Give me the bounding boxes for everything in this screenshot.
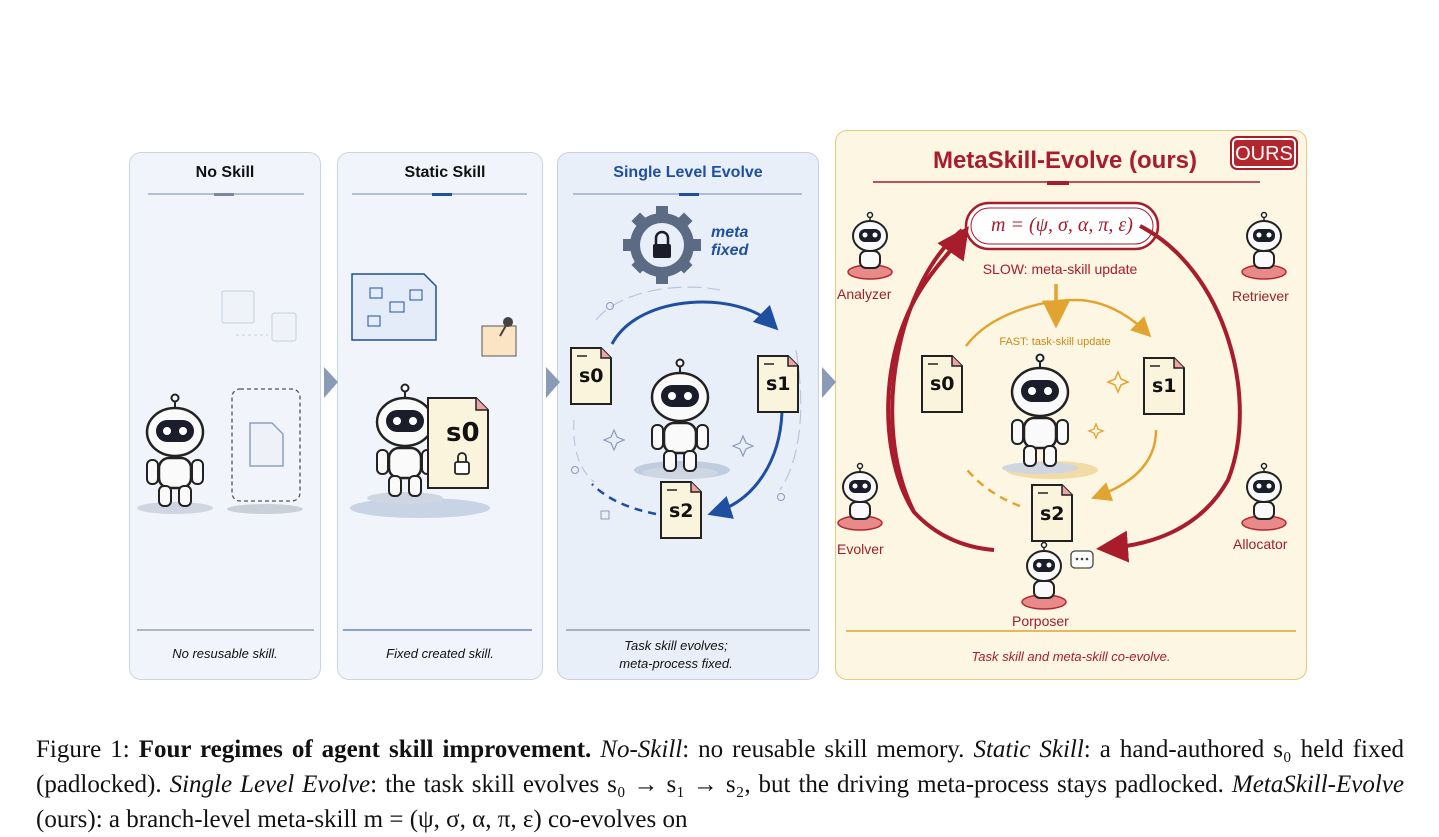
speech-bubble-icon — [1070, 550, 1094, 569]
porposer-label: Porposer — [1012, 613, 1069, 629]
s0-label-static: s0 — [446, 418, 480, 448]
evolver-label: Evolver — [837, 541, 884, 557]
caption-text-1: : no reusable skill memory. — [682, 736, 965, 763]
static-skill-title: Static Skill — [404, 164, 486, 181]
blueprint-icon — [351, 273, 437, 341]
metaskill-caption: Task skill and meta-skill co-evolve. — [971, 649, 1171, 664]
caption-text-2: : a hand-authored s₀ held fixed (padlock… — [36, 736, 1405, 798]
allocator-bot — [1241, 462, 1287, 531]
porposer-bot — [1021, 541, 1067, 610]
metaskill-title: MetaSkill-Evolve (ours) — [932, 147, 1198, 174]
figure-caption-bold: Four regimes of agent skill improvement. — [138, 736, 592, 763]
caption-static-term: Static Skill — [973, 736, 1084, 763]
ours-badge: OURS — [1230, 136, 1298, 170]
no-skill-title: No Skill — [195, 164, 255, 181]
static-skill-caption: Fixed created skill. — [386, 646, 494, 661]
meta-skill-formula: m = (ψ, σ, α, π, ε) — [991, 214, 1133, 236]
retriever-bot — [1241, 211, 1287, 280]
formula-box — [964, 201, 1160, 251]
s1-label-single: s1 — [766, 373, 791, 395]
s1-label-meta: s1 — [1152, 375, 1177, 397]
robot-metaskill — [1000, 353, 1080, 476]
figure-caption: Figure 1: Four regimes of agent skill im… — [36, 732, 1404, 837]
fast-update-label: FAST: task-skill update — [999, 336, 1111, 348]
s0-label-meta: s0 — [930, 373, 955, 395]
single-level-caption: Task skill evolves; meta-process fixed. — [619, 638, 733, 671]
slow-update-label: SLOW: meta-skill update — [982, 261, 1138, 277]
s2-label-meta: s2 — [1040, 503, 1065, 525]
analyzer-bot — [847, 211, 893, 280]
caption-text-4: (ours): a branch-level meta-skill m = (ψ… — [36, 806, 688, 833]
s0-label-single: s0 — [579, 365, 604, 387]
analyzer-label: Analyzer — [837, 286, 892, 302]
single-level-title: Single Level Evolve — [613, 164, 763, 181]
evolver-bot — [837, 462, 883, 531]
no-skill-caption: No resusable skill. — [172, 646, 278, 661]
allocator-label: Allocator — [1233, 536, 1288, 552]
meta-fixed-label: meta fixed — [711, 224, 749, 259]
pinned-note-icon — [481, 317, 517, 357]
gear-lock-icon — [623, 206, 701, 284]
skill-document-s0 — [427, 397, 489, 489]
caption-single-term: Single Level Evolve — [169, 771, 371, 798]
caption-text-3: : the task skill evolves s₀ → s₁ → s₂, b… — [370, 771, 1224, 798]
caption-no-skill-term: No-Skill — [600, 736, 683, 763]
empty-skill-slot — [231, 388, 301, 502]
faded-diagram-icon — [221, 290, 297, 342]
caption-metaskill-term: MetaSkill-Evolve — [1231, 771, 1405, 798]
s2-label-single: s2 — [669, 500, 694, 522]
robot-no-skill — [135, 393, 215, 516]
figure-label: Figure 1: — [36, 736, 130, 763]
retriever-label: Retriever — [1232, 288, 1289, 304]
